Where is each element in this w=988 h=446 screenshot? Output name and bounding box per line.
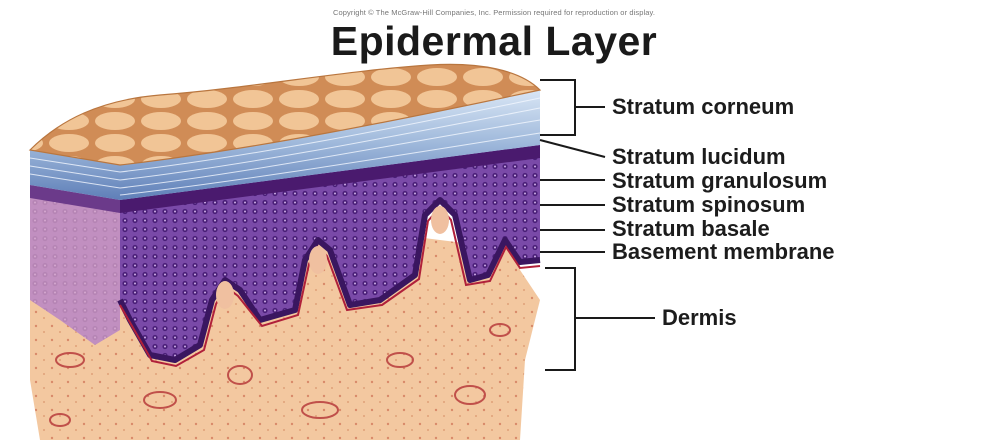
label-stratum-lucidum: Stratum lucidum [612, 146, 786, 168]
label-stratum-spinosum: Stratum spinosum [612, 194, 805, 216]
label-stratum-basale: Stratum basale [612, 218, 770, 240]
label-dermis: Dermis [662, 307, 737, 329]
lucidum-leader [540, 140, 605, 157]
corneum-bracket [540, 80, 575, 135]
label-stratum-granulosum: Stratum granulosum [612, 170, 827, 192]
label-basement-membrane: Basement membrane [612, 241, 835, 263]
dermis-bracket [545, 268, 575, 370]
label-stratum-corneum: Stratum corneum [612, 96, 794, 118]
